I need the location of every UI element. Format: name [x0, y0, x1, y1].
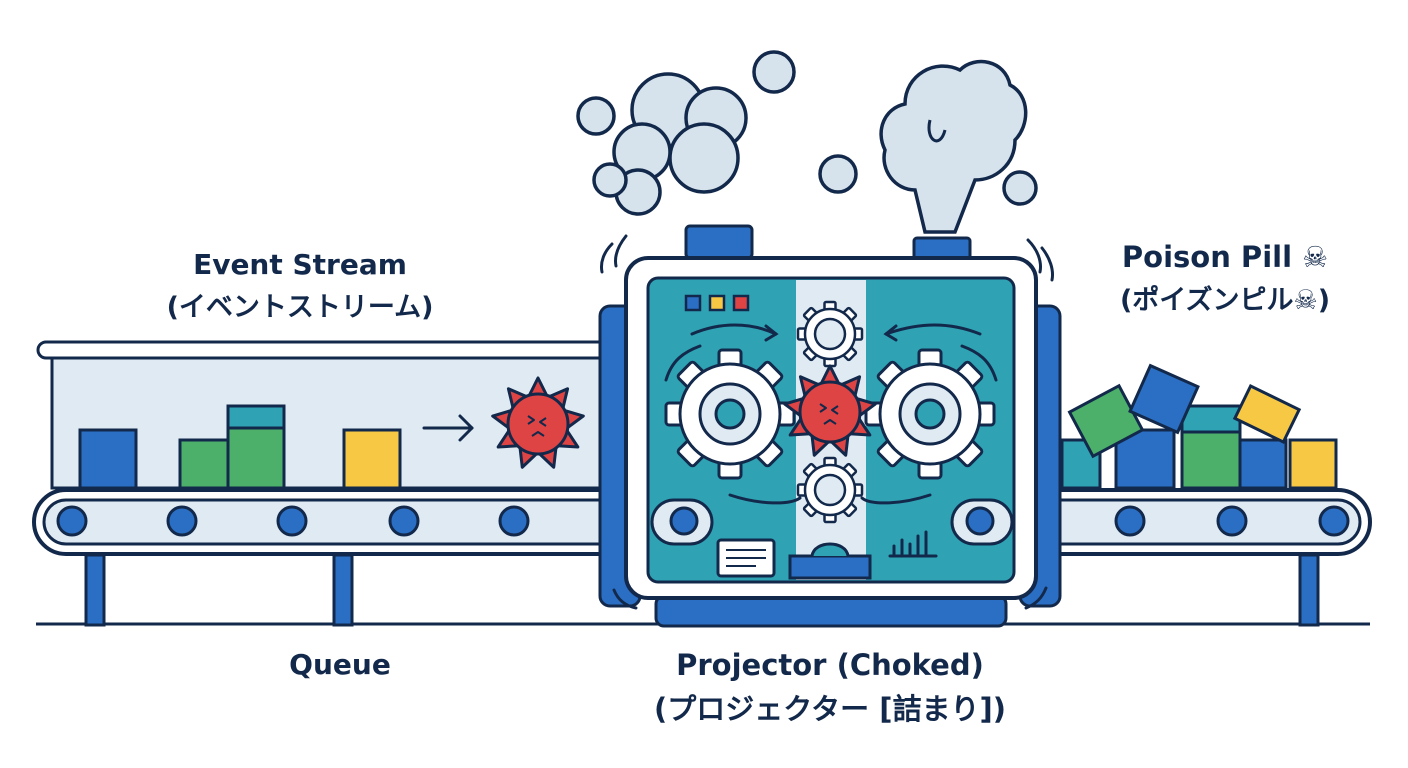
poison-pill-icon: [489, 376, 587, 473]
queue-label: Queue: [289, 648, 391, 681]
projector-label: Projector (Choked) (プロジェクター [詰まり]): [600, 648, 1060, 728]
poison-pill-label: Poison Pill ☠ (ポイズンピル☠): [1080, 240, 1370, 317]
event-stream-subtitle: (イベントストリーム): [166, 292, 434, 323]
poison-pill-icon: [781, 364, 879, 461]
output-conveyor: [1028, 363, 1372, 627]
poison-pill-title: Poison Pill ☠: [1121, 240, 1329, 274]
document-icon: [716, 538, 776, 578]
arrow-right-icon: [422, 414, 474, 442]
event-box: [78, 428, 138, 490]
event-box: [178, 438, 230, 490]
gear-icon: [664, 348, 796, 480]
piled-event-boxes: [1060, 363, 1338, 490]
gear-icon: [796, 456, 864, 524]
event-box: [342, 428, 402, 490]
gear-icon: [864, 348, 996, 480]
projector-machine: [598, 224, 1062, 628]
conveyor-roller-icon: [56, 505, 530, 537]
gear-icon: [796, 300, 864, 368]
steam-cloud-icon: [576, 50, 1038, 234]
poison-pill-subtitle: (ポイズンピル☠): [1119, 285, 1331, 316]
projector-title: Projector (Choked): [676, 648, 984, 682]
bar-chart-icon: [888, 530, 938, 558]
queue-conveyor: [32, 340, 636, 627]
indicator-lights: [684, 294, 750, 312]
event-stream-label: Event Stream (イベントストリーム): [120, 248, 480, 324]
projector-subtitle: (プロジェクター [詰まり]): [654, 692, 1006, 726]
event-stream-title: Event Stream: [193, 248, 407, 281]
